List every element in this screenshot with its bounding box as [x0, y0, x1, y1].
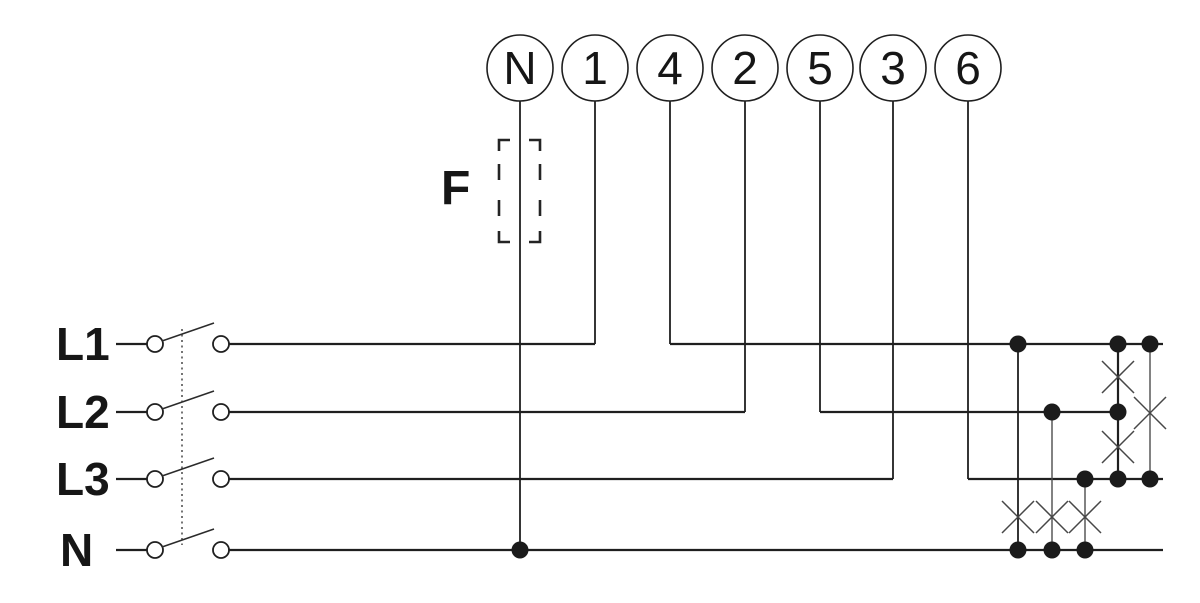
junction-dot [1009, 335, 1027, 353]
switch-blade-icon [161, 322, 215, 342]
fuse: F [441, 138, 542, 244]
terminal-label: 2 [732, 42, 758, 94]
junction-dot [1109, 335, 1127, 353]
terminal-3: 3 [859, 34, 927, 102]
terminal-label: 1 [582, 42, 608, 94]
terminal-label: 5 [807, 42, 833, 94]
line-label-l3: L3 [56, 453, 110, 505]
switch-contact-icon [212, 335, 230, 353]
junction-dot [1109, 403, 1127, 421]
terminal-4: 4 [636, 34, 704, 102]
switch-contact-icon [212, 541, 230, 559]
switch-contact-icon [146, 335, 164, 353]
link-crosses [1001, 360, 1167, 534]
cross-link-icon [1101, 360, 1135, 394]
cross-link-icon [1133, 396, 1167, 430]
switch-blade-icon [161, 528, 215, 548]
terminal-label: N [503, 42, 536, 94]
supply-conductors [229, 342, 1163, 552]
junction-dot [1076, 541, 1094, 559]
junction-dot [1141, 335, 1159, 353]
terminal-wires [519, 101, 969, 550]
terminal-2: 2 [711, 34, 779, 102]
meter-terminals: N 1 4 2 5 3 6 [486, 34, 1002, 102]
junction-dots [511, 335, 1159, 559]
link-wires [1017, 344, 1151, 550]
cross-link-icon [1035, 500, 1069, 534]
junction-dot [1043, 403, 1061, 421]
junction-dot [1009, 541, 1027, 559]
junction-dot [1076, 470, 1094, 488]
terminal-label: 4 [657, 42, 683, 94]
junction-dot [1141, 470, 1159, 488]
switch-pole-l1 [116, 322, 230, 353]
switch-contact-icon [146, 470, 164, 488]
terminal-n: N [486, 34, 554, 102]
switch-blade-icon [161, 457, 215, 477]
switch-contact-icon [212, 470, 230, 488]
switch-pole-l3 [116, 457, 230, 488]
main-switch [116, 322, 230, 559]
switch-blade-icon [161, 390, 215, 410]
terminal-5: 5 [786, 34, 854, 102]
switch-pole-l2 [116, 390, 230, 421]
fuse-box-corner [529, 138, 542, 151]
switch-contact-icon [146, 541, 164, 559]
line-label-n: N [60, 524, 93, 576]
fuse-box-corner [529, 231, 542, 244]
supply-line-labels: L1 L2 L3 N [56, 318, 110, 576]
fuse-label: F [441, 162, 470, 215]
line-label-l1: L1 [56, 318, 110, 370]
junction-dot [511, 541, 529, 559]
switch-contact-icon [146, 403, 164, 421]
terminal-label: 6 [955, 42, 981, 94]
junction-dot [1043, 541, 1061, 559]
switch-pole-n [116, 528, 230, 559]
terminal-1: 1 [561, 34, 629, 102]
fuse-box-corner [497, 138, 510, 151]
switch-contact-icon [212, 403, 230, 421]
junction-dot [1109, 470, 1127, 488]
cross-link-icon [1101, 430, 1135, 464]
fuse-box-corner [497, 231, 510, 244]
cross-link-icon [1001, 500, 1035, 534]
fuse-box-icon [497, 138, 542, 244]
terminal-label: 3 [880, 42, 906, 94]
line-label-l2: L2 [56, 386, 110, 438]
terminal-6: 6 [934, 34, 1002, 102]
cross-link-icon [1068, 500, 1102, 534]
